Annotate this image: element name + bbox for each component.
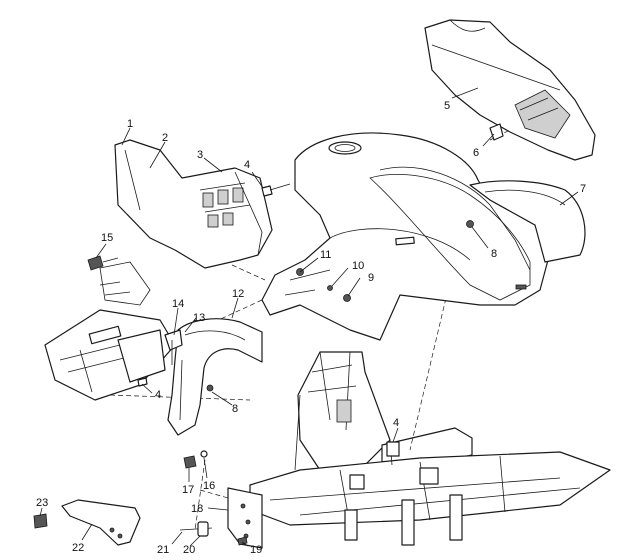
front-bracket <box>164 329 183 365</box>
seat-cover <box>424 19 596 161</box>
grommet-20 <box>197 521 209 537</box>
fastener-8-upper <box>466 220 474 228</box>
fastener-9 <box>343 294 351 302</box>
callout-6: 6 <box>473 147 479 159</box>
frame <box>249 351 611 546</box>
callout-23: 23 <box>36 497 48 509</box>
callout-1: 1 <box>127 118 133 130</box>
callout-21: 21 <box>157 544 169 556</box>
callout-18: 18 <box>191 503 203 515</box>
hardware <box>33 123 504 549</box>
callout-4-left: 4 <box>155 389 161 401</box>
callout-4-frame: 4 <box>393 417 399 429</box>
clip-6 <box>489 123 504 141</box>
side-panel <box>114 139 273 269</box>
callout-22: 22 <box>72 542 84 554</box>
callout-20: 20 <box>183 544 195 556</box>
washer-16 <box>200 450 208 458</box>
fastener-10 <box>327 285 333 291</box>
guard-22 <box>61 499 141 546</box>
callout-2: 2 <box>162 132 168 144</box>
callout-4-upper: 4 <box>244 159 250 171</box>
callout-14: 14 <box>172 298 184 310</box>
screw-4-upper <box>261 185 273 197</box>
frame-bracket <box>336 399 352 423</box>
callout-10: 10 <box>352 260 364 272</box>
callout-16: 16 <box>203 480 215 492</box>
fuel-cap-opening <box>328 141 362 155</box>
screw-19 <box>237 536 248 546</box>
callout-5: 5 <box>444 100 450 112</box>
bolt-23 <box>33 513 48 529</box>
callout-7: 7 <box>580 183 586 195</box>
callout-19: 19 <box>250 544 262 556</box>
callout-17: 17 <box>182 484 194 496</box>
callout-8-upper: 8 <box>491 248 497 260</box>
callout-8-lower: 8 <box>232 403 238 415</box>
callout-labels: 1 2 3 4 5 6 7 8 9 10 11 12 13 14 15 4 8 … <box>36 100 586 556</box>
footrest <box>44 261 176 401</box>
frame-mount <box>386 441 400 457</box>
bracket-18 <box>227 487 263 549</box>
flare-nut <box>206 384 214 392</box>
panel-vent <box>202 192 214 208</box>
callout-11: 11 <box>320 249 331 261</box>
callout-9: 9 <box>368 272 374 284</box>
callout-3: 3 <box>197 149 203 161</box>
callout-12: 12 <box>232 288 244 300</box>
rear-fender <box>466 180 586 290</box>
front-fender <box>261 132 549 341</box>
callout-13: 13 <box>193 312 205 324</box>
fender-flare <box>167 318 263 436</box>
callout-15: 15 <box>101 232 113 244</box>
fender-slot <box>395 236 415 246</box>
screw-4-lower <box>137 377 148 387</box>
leader-lines <box>39 87 579 547</box>
nut-17 <box>183 455 197 469</box>
footwell-panel <box>117 329 166 383</box>
